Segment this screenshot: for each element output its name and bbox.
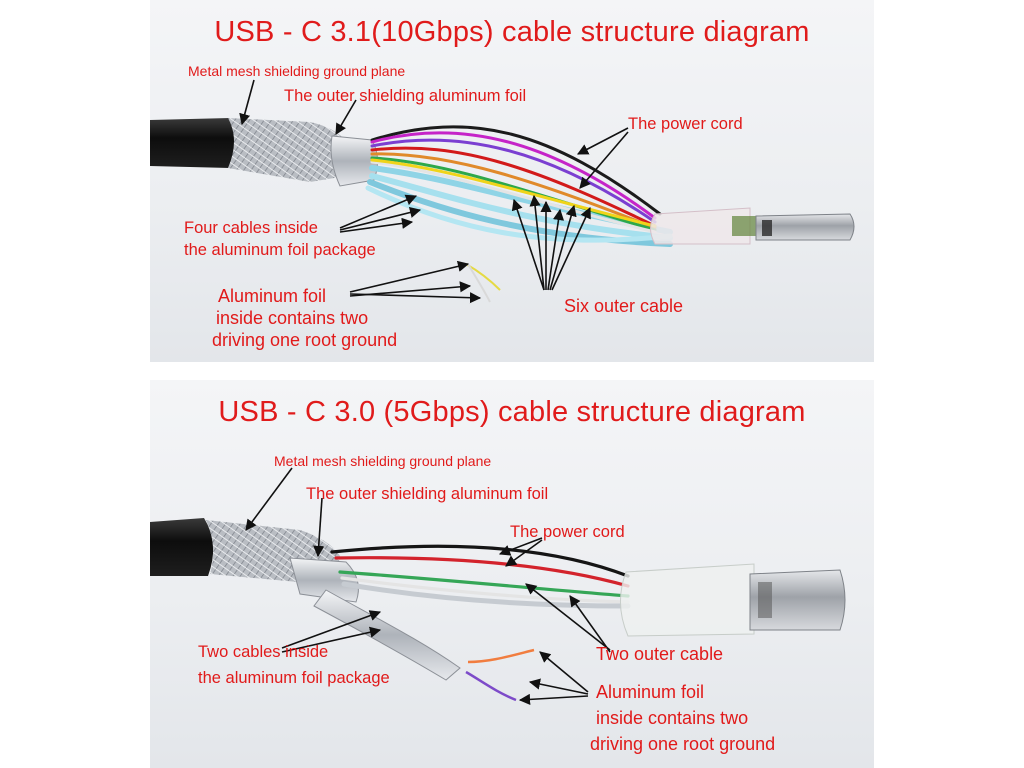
colored-wires — [370, 125, 662, 234]
solder-board — [732, 216, 760, 236]
metal-mesh — [228, 118, 352, 182]
usb-c-connector-shell — [755, 213, 855, 241]
foil-package — [313, 589, 461, 681]
label-foil-inside-line1: Aluminum foil — [218, 286, 327, 306]
callout-arrows — [239, 79, 629, 304]
label-four-cables-line2: the aluminum foil package — [184, 241, 376, 259]
label-outer-foil: The outer shielding aluminum foil — [284, 87, 527, 105]
heat-shrink-sleeve — [619, 563, 755, 637]
label-foil-inside-line2: inside contains two — [216, 308, 369, 328]
label-power-cord: The power cord — [510, 523, 625, 541]
label-two-cables-line1: Two cables inside — [198, 643, 329, 661]
usb-c-31-diagram-panel: USB - C 3.1(10Gbps) cable structure diag… — [150, 0, 874, 362]
label-power-cord: The power cord — [628, 115, 743, 133]
usb-c-connector-shell — [749, 569, 846, 631]
label-foil-inside-line3: driving one root ground — [212, 330, 398, 350]
diagram-title: USB - C 3.0 (5Gbps) cable structure diag… — [218, 396, 806, 428]
usb-c-30-cable-illustration — [150, 467, 846, 705]
label-foil-inside-line1: Aluminum foil — [596, 682, 705, 702]
callout-arrows — [245, 467, 611, 705]
label-metal-mesh: Metal mesh shielding ground plane — [274, 453, 492, 469]
drain-wires — [465, 263, 501, 303]
usb-c-31-cable-illustration — [150, 79, 855, 304]
label-four-cables-line1: Four cables inside — [184, 219, 318, 237]
label-two-outer-cable: Two outer cable — [596, 644, 724, 664]
outer-jacket — [150, 518, 214, 576]
outer-foil — [289, 557, 359, 603]
label-six-outer-cable: Six outer cable — [564, 296, 684, 316]
usb-c-30-diagram-panel: USB - C 3.0 (5Gbps) cable structure diag… — [150, 380, 874, 768]
label-outer-foil: The outer shielding aluminum foil — [306, 485, 549, 503]
diagram-title: USB - C 3.1(10Gbps) cable structure diag… — [214, 16, 810, 48]
label-foil-inside-line3: driving one root ground — [590, 734, 776, 754]
outer-jacket — [150, 118, 236, 168]
label-foil-inside-line2: inside contains two — [596, 708, 749, 728]
colored-wires — [330, 544, 631, 609]
label-two-cables-line2: the aluminum foil package — [198, 669, 390, 687]
label-metal-mesh: Metal mesh shielding ground plane — [188, 63, 406, 79]
heat-shrink-sleeve — [650, 207, 751, 245]
outer-foil — [330, 135, 378, 187]
